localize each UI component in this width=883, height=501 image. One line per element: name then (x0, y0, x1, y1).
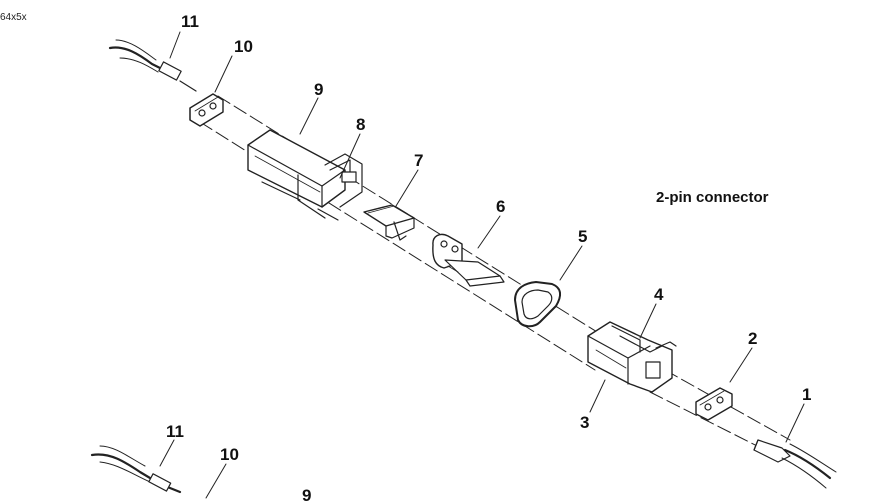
callout-8: 8 (356, 115, 365, 134)
callout-5: 5 (578, 227, 587, 246)
callout-9-top: 9 (314, 80, 323, 99)
receptacle-housing-top (247, 129, 363, 221)
plug-housing-3-4 (587, 321, 677, 393)
callout-3: 3 (580, 413, 589, 432)
callout-6: 6 (496, 197, 505, 216)
wire-terminal-bottom-left (90, 445, 182, 494)
corner-code: 64x5x (0, 12, 27, 23)
callout-10-bottom: 10 (220, 445, 239, 464)
callout-7: 7 (414, 151, 423, 170)
callout-10-top: 10 (234, 37, 253, 56)
callout-11-top: 11 (181, 12, 199, 31)
callout-9-bottom: 9 (302, 486, 311, 501)
wire-seal-top (189, 93, 224, 127)
wire-seal-bottom (695, 387, 733, 421)
diagram-caption: 2-pin connector (656, 189, 769, 206)
wedgelock-7 (363, 204, 415, 241)
callout-1: 1 (802, 385, 811, 404)
callout-2: 2 (748, 329, 757, 348)
wire-terminal-top (108, 39, 197, 92)
callout-4: 4 (654, 285, 664, 304)
callout-leaders (159, 31, 805, 499)
callout-11-bottom: 11 (166, 422, 184, 441)
secondary-lock-6 (432, 233, 505, 287)
wire-terminal-bottom (753, 439, 837, 489)
housing-seal-5 (514, 281, 562, 328)
